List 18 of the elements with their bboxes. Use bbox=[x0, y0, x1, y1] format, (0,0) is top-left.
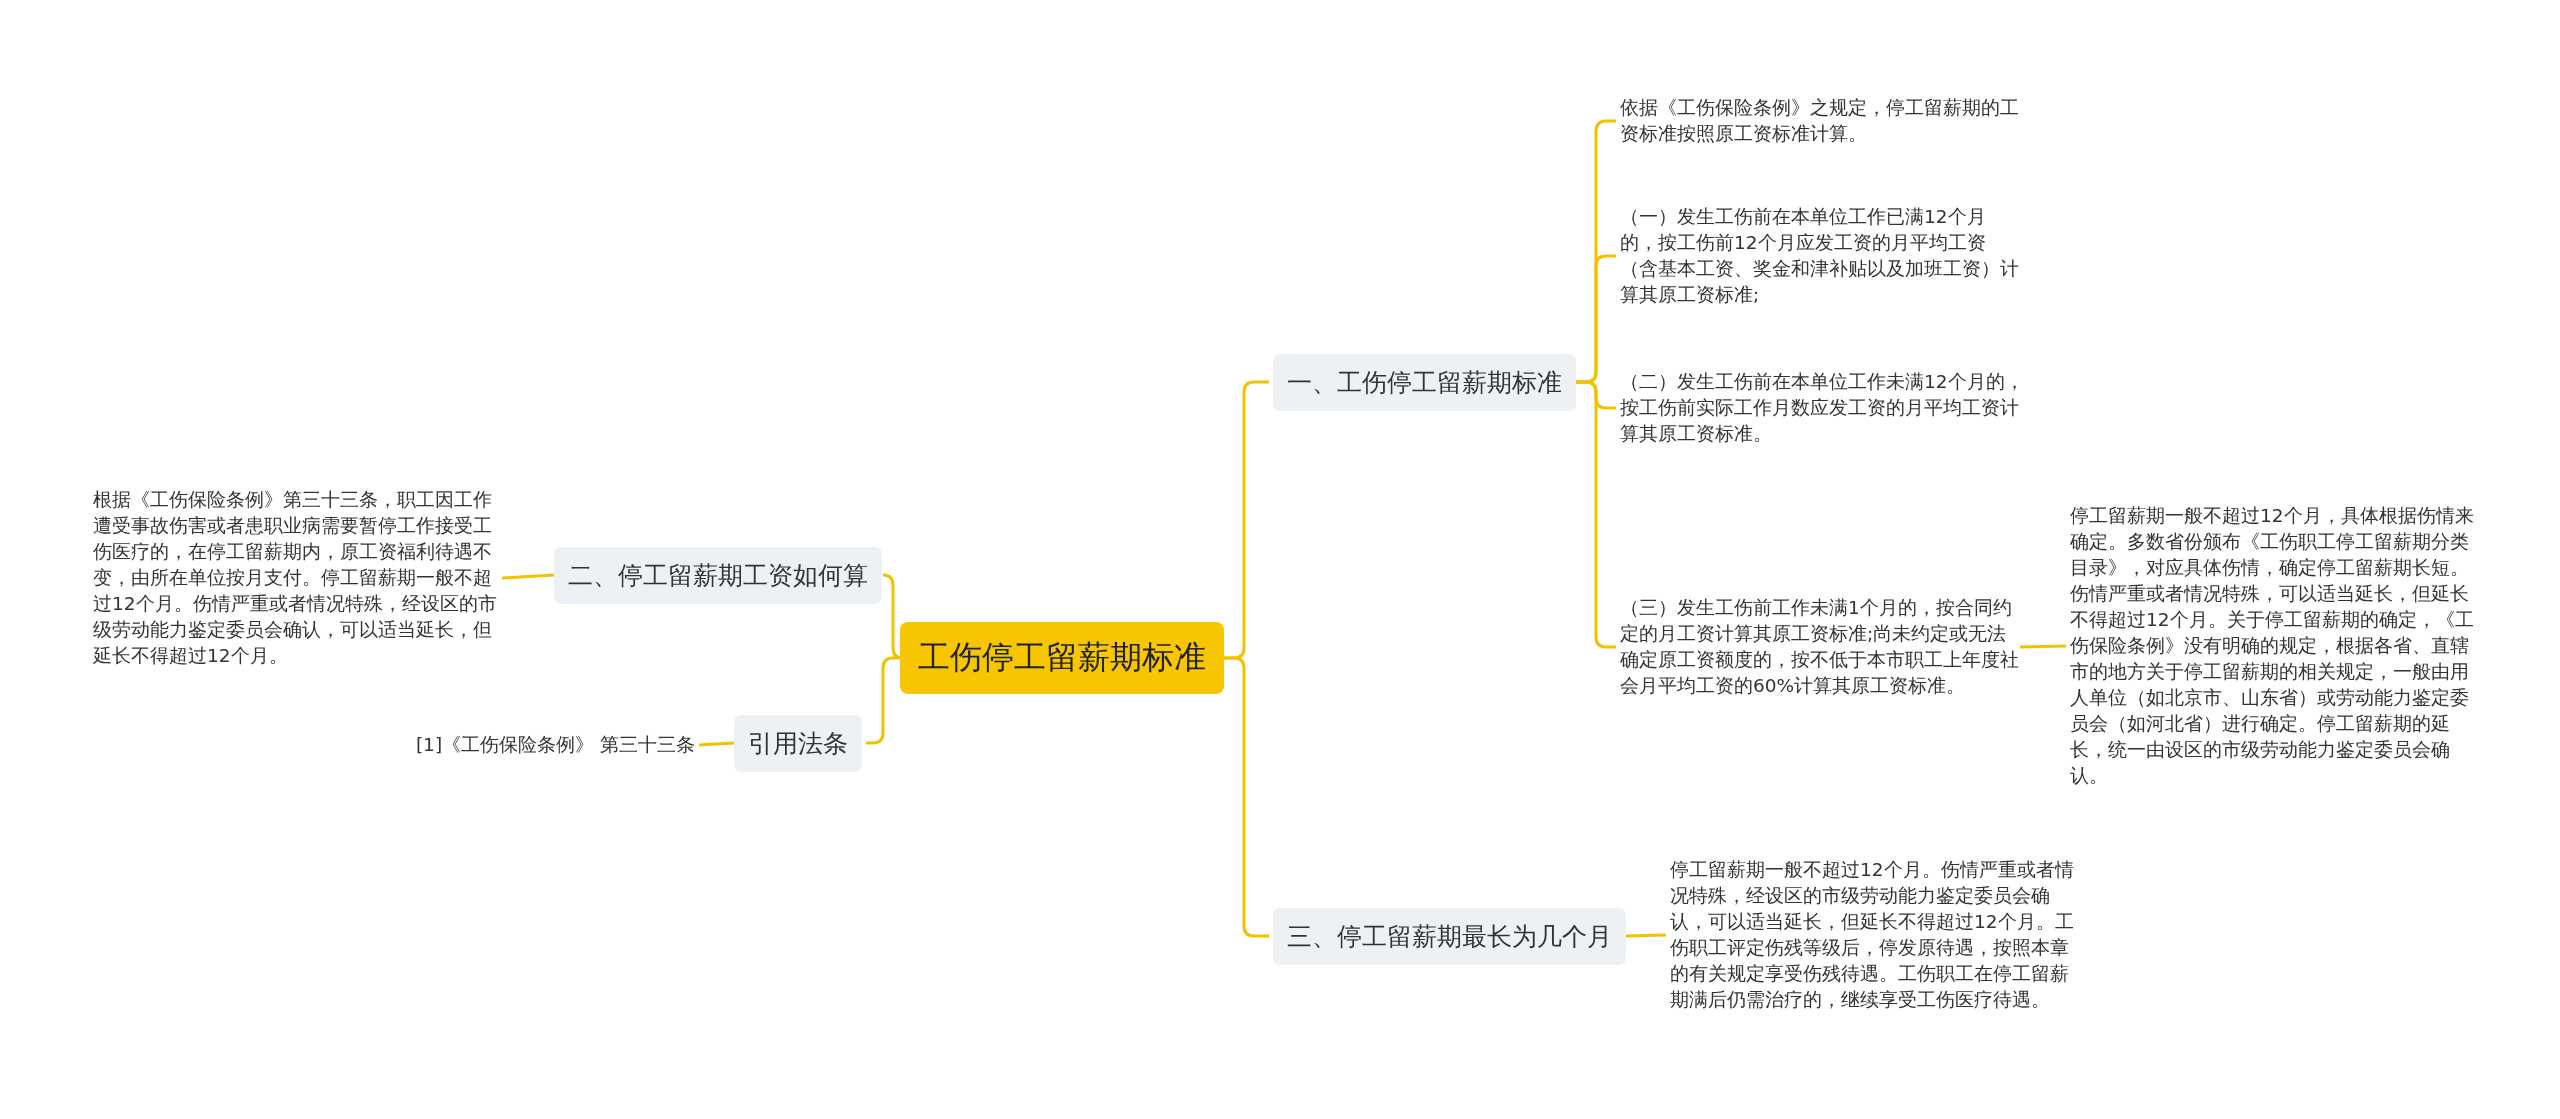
note-text: [1]《工伤保险条例》 第三十三条 bbox=[415, 730, 695, 760]
topic-box: 三、停工留薪期最长为几个月 bbox=[1273, 907, 1626, 965]
connector-line bbox=[501, 573, 555, 580]
topic-box: 一、工伤停工留薪期标准 bbox=[1273, 353, 1576, 411]
note-text: （一）发生工伤前在本单位工作已满12个月的，按工伤前12个月应发工资的月平均工资（含基本工资、奖金和津补贴以及加班工资）计算其原工资标准; bbox=[1620, 202, 2020, 310]
topic-box: 二、停工留薪期工资如何算 bbox=[554, 546, 882, 604]
connector-line bbox=[1224, 656, 1269, 938]
central-topic-box: 工伤停工留薪期标准 bbox=[900, 622, 1224, 694]
connector-line bbox=[2019, 644, 2067, 649]
topic-box: 引用法条 bbox=[734, 714, 862, 772]
note-text: （三）发生工伤前工作未满1个月的，按合同约定的月工资计算其原工资标准;尚未约定或无法确定原工资额度的，按不低于本市职工上年度社会月平均工资的60%计算其原工资标准。 bbox=[1620, 593, 2020, 701]
connector-line bbox=[698, 741, 735, 747]
note-text: 依据《工伤保险条例》之规定，停工留薪期的工资标准按照原工资标准计算。 bbox=[1620, 93, 2030, 149]
note-text: 停工留薪期一般不超过12个月。伤情严重或者情况特殊，经设区的市级劳动能力鉴定委员会确认，可以适当延长，但延长不得超过12个月。工伤职工评定伤残等级后，停发原待遇，按照本章的有关规定享受伤残待遇。工伤职工在停工留薪期满后仍需治疗的，继续享受工伤医疗待遇。 bbox=[1670, 855, 2075, 1015]
connector-line bbox=[1625, 933, 1667, 938]
note-text: 根据《工伤保险条例》第三十三条，职工因工作遭受事故伤害或者患职业病需要暂停工作接受工伤医疗的，在停工留薪期内，原工资福利待遇不变，由所在单位按月支付。停工留薪期一般不超过12个月。伤情严重或者情况特殊，经设区的市级劳动能力鉴定委员会确认，可以适当延长，但延长不得超过12个月。 bbox=[93, 485, 498, 671]
note-text: 停工留薪期一般不超过12个月，具体根据伤情来确定。多数省份颁布《工伤职工停工留薪期分类目录》，对应具体伤情，确定停工留薪期长短。伤情严重或者情况特殊，可以适当延长，但延长不得超过12个月。关于停工留薪期的确定，《工伤保险条例》没有明确的规定，根据各省、直辖市的地方关于停工留薪期的相关规定，一般由用人单位（如北京市、山东省）或劳动能力鉴定委员会（如河北省）进行确定。停工留薪期的延长，统一由设区的市级劳动能力鉴定委员会确认。 bbox=[2070, 501, 2480, 791]
note-text: （二）发生工伤前在本单位工作未满12个月的，按工伤前实际工作月数应发工资的月平均工资计算其原工资标准。 bbox=[1620, 367, 2030, 449]
